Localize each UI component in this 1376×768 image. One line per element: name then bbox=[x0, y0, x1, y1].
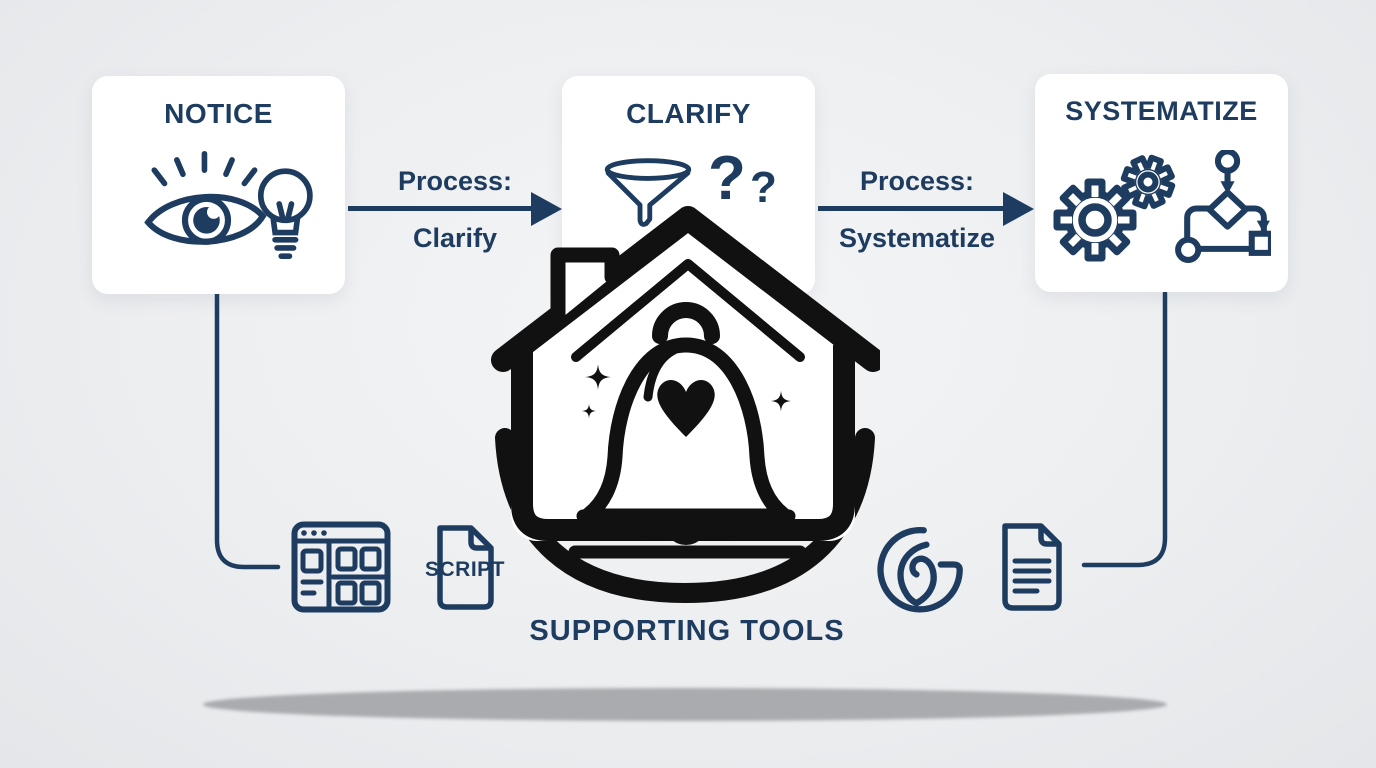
bell-mouth bbox=[576, 509, 796, 540]
gears-icon bbox=[1053, 154, 1176, 262]
shutter-swirl-icon bbox=[877, 527, 963, 613]
stage-title-clarify: CLARIFY bbox=[626, 98, 751, 129]
arrow-1-label-bottom: Clarify bbox=[412, 223, 498, 253]
process-arrow-2-head bbox=[1003, 192, 1034, 226]
browser-window-icon bbox=[291, 521, 391, 613]
gear-large bbox=[1053, 178, 1137, 262]
connector-right bbox=[1081, 290, 1168, 568]
ground-shadow bbox=[203, 688, 1167, 721]
process-arrow-1-head bbox=[531, 192, 562, 226]
process-arrow-2-line bbox=[818, 206, 1004, 211]
arrow-1-label-top: Process: bbox=[397, 166, 513, 196]
text-document-icon bbox=[1002, 523, 1062, 611]
gear-small bbox=[1120, 154, 1176, 210]
arrow-2-label-top: Process: bbox=[859, 166, 975, 196]
sparkles bbox=[581, 364, 792, 419]
question-mark-small: ? bbox=[750, 163, 777, 212]
eye-icon bbox=[144, 150, 313, 259]
house-roof-inner bbox=[571, 259, 805, 362]
heart bbox=[657, 380, 715, 437]
bell-icon bbox=[576, 302, 796, 545]
supporting-tools-label: SUPPORTING TOOLS bbox=[529, 615, 845, 647]
question-mark-large: ? bbox=[708, 144, 746, 213]
stage-card-notice: NOTICE bbox=[92, 76, 345, 294]
stage-title-systematize: SYSTEMATIZE bbox=[1065, 96, 1258, 126]
stage-card-systematize: SYSTEMATIZE bbox=[1035, 74, 1288, 292]
lightbulb-icon bbox=[257, 168, 313, 259]
process-arrow-1-line bbox=[348, 206, 532, 211]
script-file-icon bbox=[437, 525, 494, 610]
connector-left bbox=[214, 290, 281, 570]
arrow-2-label-bottom: Systematize bbox=[838, 223, 996, 253]
flowchart-icon bbox=[1175, 150, 1271, 263]
script-label: SCRIPT bbox=[424, 558, 505, 581]
chimney bbox=[550, 247, 620, 329]
funnel-icon bbox=[604, 158, 692, 227]
bell-shine bbox=[643, 345, 679, 402]
stage-title-notice: NOTICE bbox=[164, 98, 273, 129]
house-bell-heart-icon bbox=[491, 206, 880, 604]
